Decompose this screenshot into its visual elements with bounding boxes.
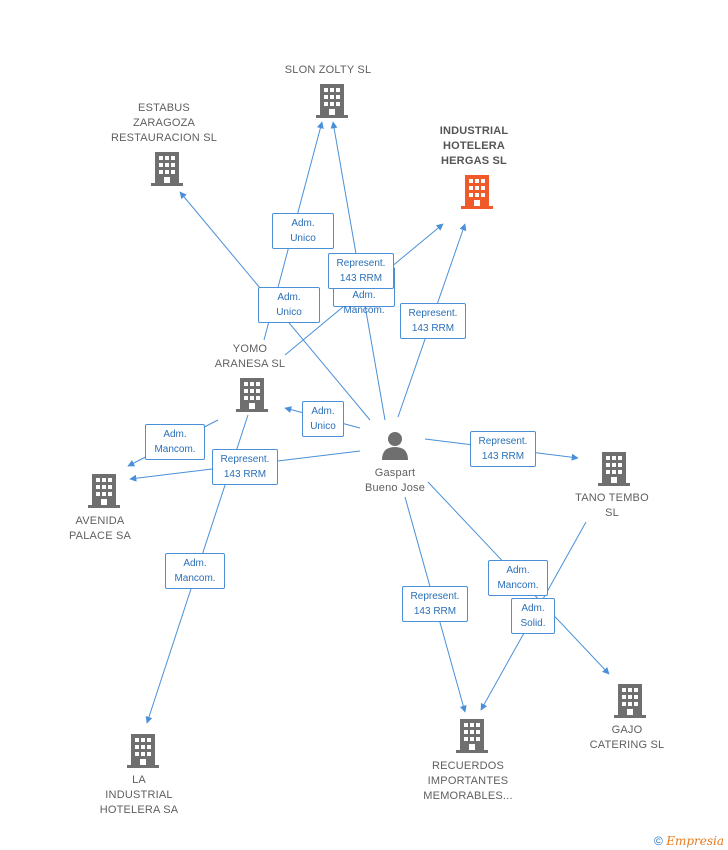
edge-label-represent[interactable]: Represent. 143 RRM: [400, 303, 466, 339]
person-icon[interactable]: [380, 430, 410, 460]
building-icon[interactable]: [236, 378, 268, 412]
node-label-gajo-catering[interactable]: GAJO CATERING SL: [589, 724, 665, 751]
edge-label-adm-mancom[interactable]: Adm. Mancom.: [145, 424, 205, 460]
building-icon[interactable]: [598, 452, 630, 486]
building-icon[interactable]: [614, 684, 646, 718]
edge-label-represent[interactable]: Represent. 143 RRM: [212, 449, 278, 485]
building-icon[interactable]: [88, 474, 120, 508]
node-label-slon-zolty[interactable]: SLON ZOLTY SL: [284, 64, 372, 76]
building-icon[interactable]: [151, 152, 183, 186]
edge-label-represent[interactable]: Represent. 143 RRM: [470, 431, 536, 467]
building-icon-highlighted[interactable]: [461, 175, 493, 209]
edge-label-adm-unico[interactable]: Adm. Unico: [258, 287, 320, 323]
node-label-avenida-palace[interactable]: AVENIDA PALACE SA: [68, 515, 132, 542]
brand-logo: Empresia: [666, 834, 724, 848]
node-label-recuerdos[interactable]: RECUERDOS IMPORTANTES MEMORABLES...: [423, 760, 513, 802]
node-label-yomo-aranesa[interactable]: YOMO ARANESA SL: [214, 343, 286, 370]
building-icon[interactable]: [127, 734, 159, 768]
copyright-symbol: ©: [654, 834, 663, 848]
edge-label-adm-solid[interactable]: Adm. Solid.: [511, 598, 555, 634]
building-icon[interactable]: [316, 84, 348, 118]
node-label-industrial-hotelera-hergas[interactable]: INDUSTRIAL HOTELERA HERGAS SL: [439, 125, 509, 167]
edge-label-adm-unico[interactable]: Adm. Unico: [272, 213, 334, 249]
edge-label-adm-unico[interactable]: Adm. Unico: [302, 401, 344, 437]
node-label-la-industrial[interactable]: LA INDUSTRIAL HOTELERA SA: [99, 774, 179, 816]
node-label-gaspart[interactable]: Gaspart Bueno Jose: [364, 467, 426, 494]
node-label-tano-tembo[interactable]: TANO TEMBO SL: [575, 492, 649, 519]
edge-label-adm-mancom[interactable]: Adm. Mancom.: [488, 560, 548, 596]
edge-label-represent[interactable]: Represent. 143 RRM: [328, 253, 394, 289]
edge-label-represent[interactable]: Represent. 143 RRM: [402, 586, 468, 622]
edge-label-adm-mancom[interactable]: Adm. Mancom.: [165, 553, 225, 589]
building-icon[interactable]: [456, 719, 488, 753]
footer-brand: © Empresia: [654, 834, 724, 848]
node-label-estabus[interactable]: ESTABUS ZARAGOZA RESTAURACION SL: [110, 102, 218, 144]
